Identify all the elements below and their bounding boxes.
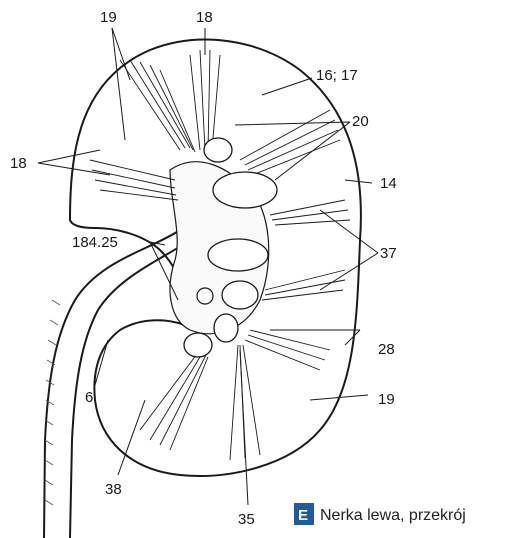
label-20: 20 xyxy=(352,113,369,130)
renal-pelvis-vessel xyxy=(196,287,214,305)
label-14: 14 xyxy=(380,175,397,192)
renal-calyces xyxy=(183,137,278,358)
label-35: 35 xyxy=(238,511,255,528)
ureter-hatching xyxy=(44,299,61,506)
caption-letter: E xyxy=(298,507,308,524)
label-6: 6 xyxy=(85,389,93,406)
label-19-top: 19 xyxy=(100,9,117,26)
caption-badge xyxy=(294,503,314,525)
label-16-17: 16; 17 xyxy=(316,67,358,84)
label-18-left: 18 xyxy=(10,155,27,172)
label-38: 38 xyxy=(105,481,122,498)
label-28: 28 xyxy=(378,341,395,358)
label-18-top: 18 xyxy=(196,9,213,26)
caption-title: Nerka lewa, przekrój xyxy=(320,507,466,524)
label-184-25: 184.25 xyxy=(72,234,118,251)
renal-pyramids xyxy=(89,49,351,461)
leader-lines xyxy=(37,27,379,506)
ureter-inner xyxy=(69,239,191,538)
label-37: 37 xyxy=(380,245,397,262)
label-19-right: 19 xyxy=(378,391,395,408)
